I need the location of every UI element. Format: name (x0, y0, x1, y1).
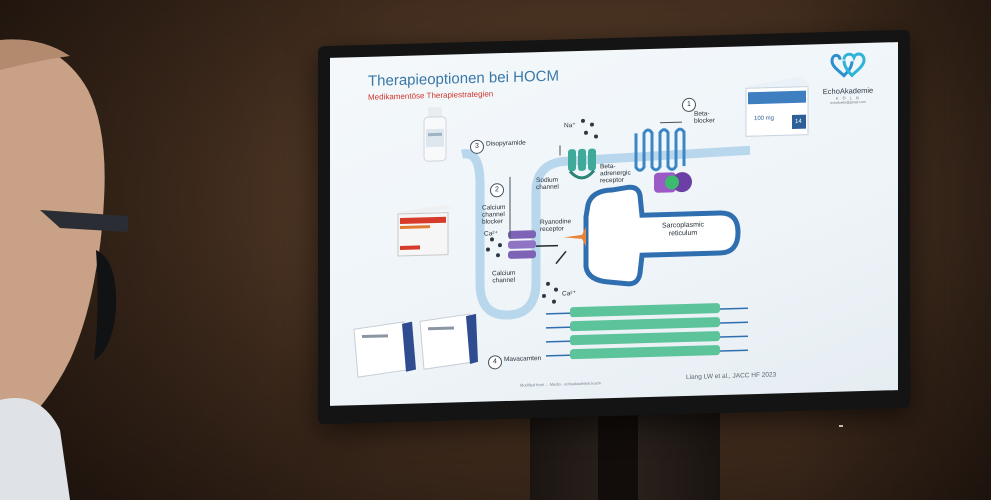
mavacamten-boxes (350, 312, 478, 382)
calcium-release-arrow (555, 250, 567, 265)
viewer-hand (94, 250, 117, 360)
ion-dots (486, 118, 598, 304)
sodium-channel-shape (568, 148, 596, 180)
medication-bottle (422, 106, 448, 164)
cardiomyocyte-diagram (461, 118, 751, 360)
medicine-box-icon (397, 204, 452, 257)
calcium-influx-arrow (536, 244, 558, 247)
calcium-blocker-box (396, 200, 454, 258)
betablocker-leader (660, 121, 682, 124)
viewer-shirt (0, 398, 70, 500)
brand-logo: EchoAkademie K Ö L N echokoeln@gmail.com (808, 50, 888, 105)
medicine-box-icon (745, 76, 810, 137)
beta-blocker-box: 100 mg 14 (742, 74, 814, 140)
light-reflection (839, 425, 843, 427)
calcium-channel-shape (508, 230, 536, 259)
medicine-box-icon (353, 313, 478, 378)
myofilament-array (546, 303, 748, 360)
display-monitor: Therapieoptionen bei HOCM Medikamentöse … (318, 29, 910, 425)
eyeglasses-icon (40, 210, 128, 232)
presentation-slide: Therapieoptionen bei HOCM Medikamentöse … (330, 42, 898, 406)
viewer-head (0, 40, 105, 440)
sarcoplasmic-reticulum-shape (583, 184, 741, 287)
heart-logo-icon (830, 52, 866, 78)
cell-membrane (461, 145, 751, 320)
beta-receptor-shape (634, 127, 686, 172)
g-protein-gamma (665, 175, 679, 190)
bottle-icon (423, 106, 447, 162)
ryanodine-receptor-shape (564, 226, 586, 247)
viewer-scalp-shade (0, 39, 70, 70)
